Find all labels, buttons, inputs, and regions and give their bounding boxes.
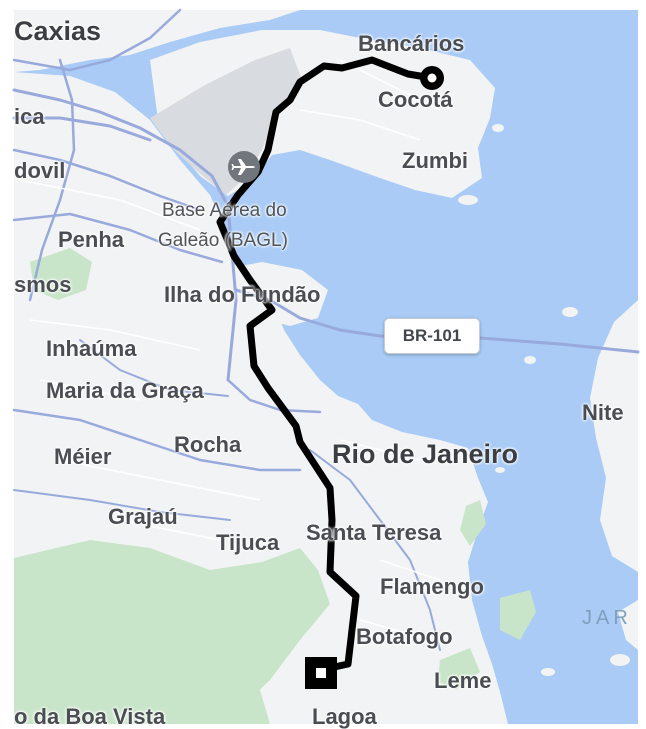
park-botafogo bbox=[438, 648, 480, 690]
place-label-flamengo: Flamengo bbox=[380, 574, 484, 599]
highway-shield-br101: BR-101 bbox=[384, 318, 480, 354]
island bbox=[610, 654, 630, 666]
place-label-botafogo: Botafogo bbox=[356, 624, 453, 649]
island bbox=[458, 195, 478, 205]
route-origin-circle-icon[interactable] bbox=[420, 66, 444, 90]
place-label-santa-teresa: Santa Teresa bbox=[306, 520, 442, 545]
island bbox=[524, 356, 536, 364]
island bbox=[541, 668, 555, 676]
place-label-inhauma: Inhaúma bbox=[46, 336, 137, 361]
park-aterro bbox=[460, 500, 486, 546]
place-label-cocota: Cocotá bbox=[378, 87, 453, 112]
poi-label-airport-line1: Base Aérea do bbox=[162, 200, 287, 221]
island bbox=[562, 307, 578, 317]
place-label-tijuca: Tijuca bbox=[216, 530, 280, 555]
place-label-ica: ica bbox=[14, 104, 45, 129]
place-label-niteroi: Nite bbox=[582, 400, 624, 425]
place-label-dovil: dovil bbox=[14, 158, 66, 183]
island bbox=[492, 124, 504, 132]
airplane-icon[interactable] bbox=[228, 151, 260, 183]
place-label-maria-graca: Maria da Graça bbox=[46, 378, 204, 403]
park-west bbox=[30, 248, 92, 300]
place-label-caxias: Caxias bbox=[14, 16, 102, 46]
land-caxias bbox=[14, 10, 300, 72]
land-niteroi-south bbox=[618, 600, 638, 650]
place-label-boa-vista: o da Boa Vista bbox=[14, 704, 166, 729]
place-label-penha: Penha bbox=[58, 227, 125, 252]
place-label-grajau: Grajaú bbox=[108, 504, 178, 529]
place-label-smos: smos bbox=[14, 272, 72, 297]
park-tijuca-forest bbox=[14, 540, 330, 724]
place-label-rio-de-janeiro: Rio de Janeiro bbox=[332, 439, 519, 469]
place-label-leme: Leme bbox=[434, 668, 492, 693]
place-label-bancarios: Bancários bbox=[358, 31, 465, 56]
place-label-zumbi: Zumbi bbox=[402, 148, 468, 173]
place-label-lagoa: Lagoa bbox=[312, 704, 377, 729]
park-tijuca-forest-2 bbox=[130, 680, 270, 724]
route-destination-square-icon[interactable] bbox=[305, 657, 337, 689]
place-label-meier: Méier bbox=[54, 444, 112, 469]
minor-roads bbox=[19, 59, 441, 641]
place-label-rocha: Rocha bbox=[174, 432, 242, 457]
route-line bbox=[216, 56, 436, 678]
land-niteroi bbox=[590, 300, 638, 572]
place-label-ilha-fundao: Ilha do Fundão bbox=[164, 282, 321, 307]
poi-label-airport-line2: Galeão (BAGL) bbox=[158, 230, 288, 251]
island bbox=[495, 467, 505, 473]
park-east bbox=[500, 590, 536, 640]
land-ilha-fundao bbox=[230, 262, 328, 326]
water-label-jar: JAR bbox=[582, 607, 632, 629]
road-network bbox=[12, 8, 640, 651]
